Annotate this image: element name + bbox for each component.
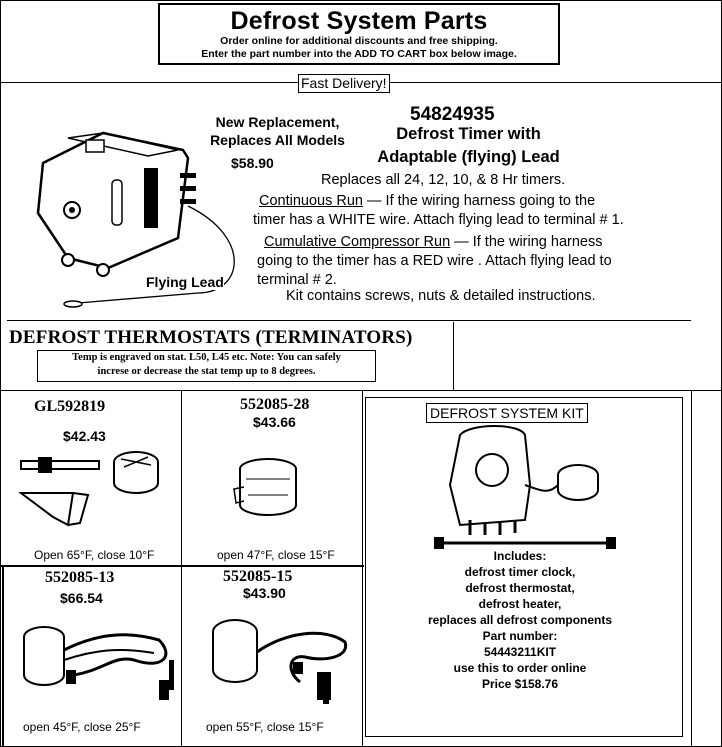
kit-item-3: defrost heater, — [478, 597, 562, 611]
thermostat-2-image — [233, 458, 297, 516]
timer-name-line-1: Defrost Timer with — [396, 125, 541, 143]
continuous-run-line-1: — If the wiring harness going to the — [363, 193, 596, 209]
divider-vertical-upper — [453, 322, 454, 390]
divider-cell-vertical-1 — [181, 390, 182, 747]
thermostats-title: DEFROST THERMOSTATS (TERMINATORS) — [9, 327, 413, 348]
header-shipping-note: Order online for additional discounts an… — [220, 35, 498, 47]
thermostats-note: Temp is engraved on stat. L50, L45 etc. … — [37, 350, 376, 382]
replacement-line-1: New Replacement, — [215, 114, 340, 130]
timer-name-line-2: Adaptable (flying) Lead — [377, 148, 560, 166]
divider-right — [691, 390, 692, 747]
divider-cell-vertical-2 — [362, 390, 363, 747]
kit-item-4: replaces all defrost components — [427, 613, 613, 627]
cumulative-run-line-2: going to the timer has a RED wire . Atta… — [257, 253, 612, 269]
continuous-run-label: Continuous Run — [259, 193, 363, 209]
thermostat-3-part: 552085-13 — [45, 569, 115, 586]
kit-image — [434, 425, 616, 549]
thermostat-1-image — [18, 451, 159, 527]
flying-lead-label: Flying Lead — [146, 274, 224, 290]
thermostat-1-price: $42.43 — [63, 428, 106, 444]
continuous-run-line-2: timer has a WHITE wire. Attach flying le… — [253, 212, 624, 228]
thermostat-3-price: $66.54 — [60, 590, 103, 606]
thermostat-4-price: $43.90 — [243, 585, 286, 601]
header-box: Defrost System Parts Order online for ad… — [158, 3, 560, 65]
kit-item-2: defrost thermostat, — [465, 581, 575, 595]
kit-order-note: use this to order online — [453, 661, 587, 675]
kit-part-label: Part number: — [482, 629, 558, 643]
defrost-timer-image — [36, 131, 235, 308]
kit-part-number: 54443211KIT — [483, 645, 557, 659]
thermostat-2-part: 552085-28 — [240, 396, 310, 413]
thermostat-2-caption: open 47°F, close 15°F — [217, 548, 335, 562]
replacement-line-2: Replaces All Models — [210, 132, 345, 148]
kit-contains-text: Kit contains screws, nuts & detailed ins… — [286, 288, 596, 304]
thermostat-3-caption: open 45°F, close 25°F — [23, 720, 141, 734]
header-cart-note: Enter the part number into the ADD TO CA… — [201, 48, 517, 60]
divider-timer — [7, 320, 691, 321]
thermostat-4-caption: open 55°F, close 15°F — [206, 720, 324, 734]
timer-part-number: 54824935 — [410, 104, 495, 125]
thermostat-4-part: 552085-15 — [223, 568, 293, 585]
cumulative-run-line-3: terminal # 2. — [257, 272, 337, 288]
thermostat-1-caption: Open 65°F, close 10°F — [34, 548, 155, 562]
fast-delivery-badge: Fast Delivery! — [298, 74, 390, 93]
timer-product-name: Defrost Timer with Adaptable (flying) Le… — [356, 123, 581, 169]
page-title: Defrost System Parts — [230, 7, 488, 35]
thermostat-2-price: $43.66 — [253, 414, 296, 430]
thermostats-note-line-1: Temp is engraved on stat. L50, L45 etc. … — [72, 352, 341, 363]
timer-price: $58.90 — [231, 155, 274, 171]
kit-price: Price $158.76 — [481, 677, 559, 691]
divider-cell-horizontal — [0, 565, 364, 567]
thermostat-3-image — [23, 626, 174, 700]
cumulative-run-text: Cumulative Compressor Run — If the wirin… — [257, 233, 612, 290]
kit-title: DEFROST SYSTEM KIT — [426, 403, 588, 423]
cumulative-run-label: Cumulative Compressor Run — [264, 234, 451, 250]
continuous-run-text: Continuous Run — If the wiring harness g… — [253, 192, 624, 230]
cumulative-run-line-1: — If the wiring harness — [450, 234, 603, 250]
thermostats-note-line-2: increse or decrease the stat temp up to … — [97, 366, 316, 377]
kit-item-1: defrost timer clock, — [464, 565, 576, 579]
timer-replaces-text: Replaces all 24, 12, 10, & 8 Hr timers. — [321, 172, 566, 188]
kit-box — [365, 397, 683, 737]
divider-cell-left — [2, 565, 4, 747]
thermostat-1-part: GL592819 — [34, 398, 106, 415]
replacement-note: New Replacement, Replaces All Models — [200, 113, 355, 149]
thermostat-4-image — [212, 619, 348, 704]
kit-includes: Includes: — [493, 549, 547, 563]
divider-thermostats — [0, 390, 722, 391]
kit-description: Includes: defrost timer clock, defrost t… — [370, 548, 670, 692]
